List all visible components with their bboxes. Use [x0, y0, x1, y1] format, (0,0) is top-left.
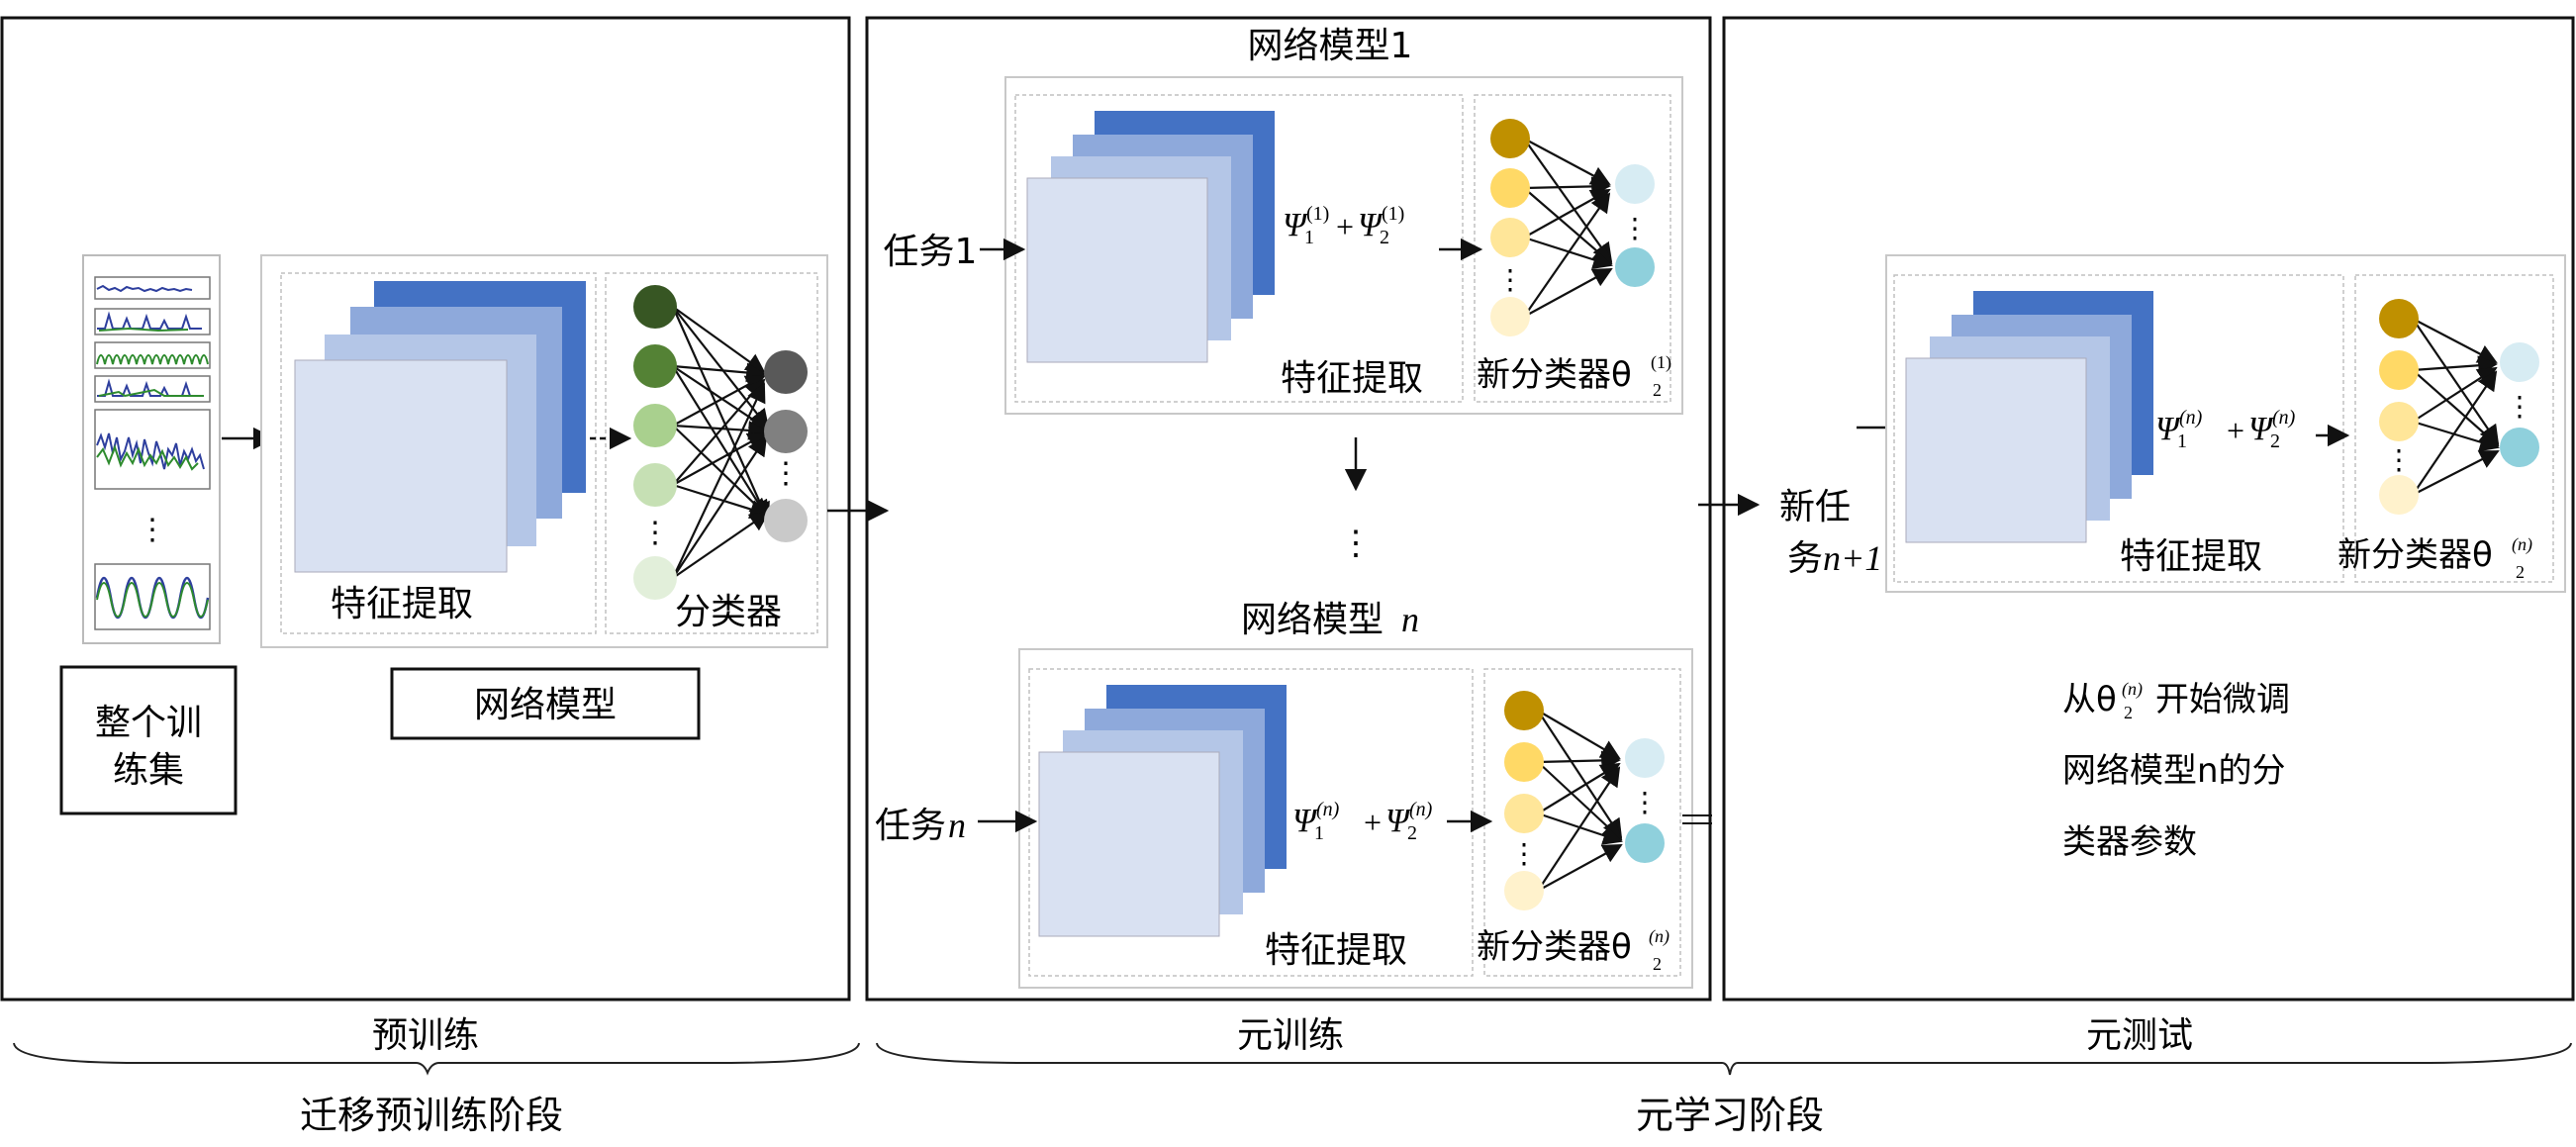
- output-vdots: ⋮: [771, 456, 801, 491]
- svg-text:2: 2: [2516, 562, 2525, 582]
- svg-text:Ψ: Ψ: [1358, 207, 1384, 243]
- svg-text:(1): (1): [1306, 203, 1329, 225]
- svg-text:⋮: ⋮: [1510, 837, 1538, 870]
- model1-feature-label: 特征提取: [1281, 358, 1423, 399]
- svg-text:从θ: 从θ: [2062, 680, 2117, 719]
- svg-text:2: 2: [1653, 954, 1662, 974]
- pretrain-panel: [0, 16, 851, 1002]
- svg-text:Ψ: Ψ: [2248, 411, 2275, 447]
- model1-new-classifier-label: 新分类器θ 2 (1): [1477, 352, 1671, 400]
- svg-text:(1): (1): [1651, 352, 1671, 373]
- svg-text:1: 1: [1314, 822, 1324, 844]
- svg-text:Ψ: Ψ: [1385, 803, 1412, 839]
- task1-label: 任务1: [884, 232, 978, 272]
- svg-text:(1): (1): [1382, 203, 1404, 225]
- input-node: [633, 463, 677, 507]
- pretrain-feature-label: 特征提取: [331, 584, 473, 624]
- network-model-1: 特征提取 Ψ 1 (1) + Ψ 2 (1) ⋮ ⋮ 新: [1004, 76, 1683, 415]
- metatest-new-classifier-label: 新分类器θ 2 (n): [2337, 534, 2532, 582]
- svg-text:+: +: [2227, 413, 2244, 448]
- svg-text:1: 1: [2177, 430, 2187, 452]
- network-model-n: 特征提取 Ψ 1 (n) + Ψ 2 (n) ⋮ ⋮ 新: [1018, 648, 1693, 989]
- svg-text:任务: 任务: [875, 806, 946, 846]
- stage-metatrain: 元训练: [1237, 1015, 1344, 1056]
- modeln-feature-label: 特征提取: [1265, 930, 1407, 971]
- input-node: [633, 556, 677, 600]
- metatest-feature-label: 特征提取: [2120, 536, 2262, 577]
- metatest-description: 从θ 2 (n) 开始微调 网络模型n的分 类器参数: [2062, 679, 2290, 862]
- dataset-thumbnails: ⋮: [82, 254, 221, 644]
- stage-metatest: 元测试: [2086, 1015, 2193, 1056]
- svg-text:网络模型: 网络模型: [1241, 600, 1383, 640]
- svg-text:新分类器θ: 新分类器θ: [2337, 535, 2493, 575]
- models-vdots: ⋮: [1339, 524, 1373, 563]
- input-node: [633, 285, 677, 329]
- svg-text:(n): (n): [2272, 407, 2296, 429]
- svg-text:Ψ: Ψ: [2155, 411, 2182, 447]
- dataset-label-line1: 整个训: [95, 703, 202, 743]
- svg-text:新分类器θ: 新分类器θ: [1477, 355, 1632, 395]
- model1-psi-formula: Ψ 1 (1) + Ψ 2 (1): [1283, 203, 1404, 248]
- svg-text:2: 2: [2124, 703, 2133, 722]
- svg-text:n: n: [948, 806, 966, 845]
- dataset-label-box: [59, 665, 238, 815]
- pretrain-network-model: 特征提取 ⋮ ⋮ 分类器: [260, 254, 828, 648]
- metatest-panel: [1722, 16, 2575, 1002]
- stage-braces: [13, 1042, 2572, 1076]
- svg-text:Ψ: Ψ: [1283, 207, 1309, 243]
- svg-text:⋮: ⋮: [2506, 390, 2533, 423]
- svg-text:2: 2: [1653, 380, 1662, 400]
- svg-text:⋮: ⋮: [1631, 786, 1659, 818]
- svg-text:开始微调: 开始微调: [2155, 680, 2290, 719]
- svg-text:2: 2: [1380, 227, 1389, 248]
- input-node: [633, 404, 677, 447]
- output-node: [764, 499, 808, 542]
- svg-text:⋮: ⋮: [2385, 443, 2413, 476]
- output-node: [764, 350, 808, 394]
- svg-text:2: 2: [2270, 430, 2280, 452]
- metatest-network-model: 特征提取 Ψ 1 (n) + Ψ 2 (n) ⋮ ⋮ 新: [1885, 254, 2566, 593]
- svg-text:(n): (n): [2512, 534, 2532, 555]
- svg-text:(n): (n): [1316, 799, 1340, 820]
- svg-text:(n): (n): [2122, 679, 2143, 700]
- phase-transfer-pretrain: 迁移预训练阶段: [300, 1094, 563, 1137]
- svg-text:Ψ: Ψ: [1292, 803, 1319, 839]
- svg-text:2: 2: [1407, 822, 1417, 844]
- output-node: [764, 410, 808, 453]
- svg-text:(n): (n): [1649, 926, 1670, 947]
- svg-text:1: 1: [1304, 227, 1314, 248]
- network-model-label-box: [390, 667, 701, 740]
- svg-text:⋮: ⋮: [1496, 263, 1524, 296]
- svg-text:网络模型n的分: 网络模型n的分: [2062, 751, 2286, 791]
- svg-text:+: +: [1364, 805, 1382, 840]
- taskn-label: 任务 n: [875, 806, 966, 846]
- svg-text:n+1: n+1: [1823, 538, 1882, 578]
- input-node: [633, 344, 677, 388]
- modeln-new-classifier-label: 新分类器θ 2 (n): [1477, 926, 1670, 974]
- network-model-label: 网络模型: [474, 685, 617, 725]
- svg-text:+: +: [1336, 209, 1354, 244]
- modeln-psi-formula: Ψ 1 (n) + Ψ 2 (n): [1292, 799, 1433, 844]
- dataset-label-line2: 练集: [113, 750, 184, 791]
- svg-text:新分类器θ: 新分类器θ: [1477, 927, 1632, 967]
- new-task-label: 新任 务 n+1: [1779, 487, 1882, 579]
- modeln-title: 网络模型 n: [1241, 600, 1419, 640]
- dataset-vdots: ⋮: [138, 513, 167, 547]
- svg-text:类器参数: 类器参数: [2062, 822, 2197, 862]
- feature-layer-1: [294, 359, 508, 573]
- input-vdots: ⋮: [640, 516, 670, 550]
- metatrain-panel: [865, 16, 1712, 1002]
- stage-pretrain: 预训练: [372, 1015, 479, 1056]
- svg-text:(n): (n): [2179, 407, 2203, 429]
- svg-text:务: 务: [1787, 538, 1823, 579]
- svg-text:n: n: [1401, 600, 1419, 639]
- svg-text:新任: 新任: [1779, 487, 1851, 527]
- svg-text:⋮: ⋮: [1621, 212, 1649, 244]
- phase-meta-learning: 元学习阶段: [1636, 1094, 1824, 1137]
- metatest-psi-formula: Ψ 1 (n) + Ψ 2 (n): [2155, 407, 2296, 452]
- svg-text:(n): (n): [1409, 799, 1433, 820]
- model1-title: 网络模型1: [1248, 26, 1413, 66]
- pretrain-classifier-label: 分类器: [675, 592, 782, 632]
